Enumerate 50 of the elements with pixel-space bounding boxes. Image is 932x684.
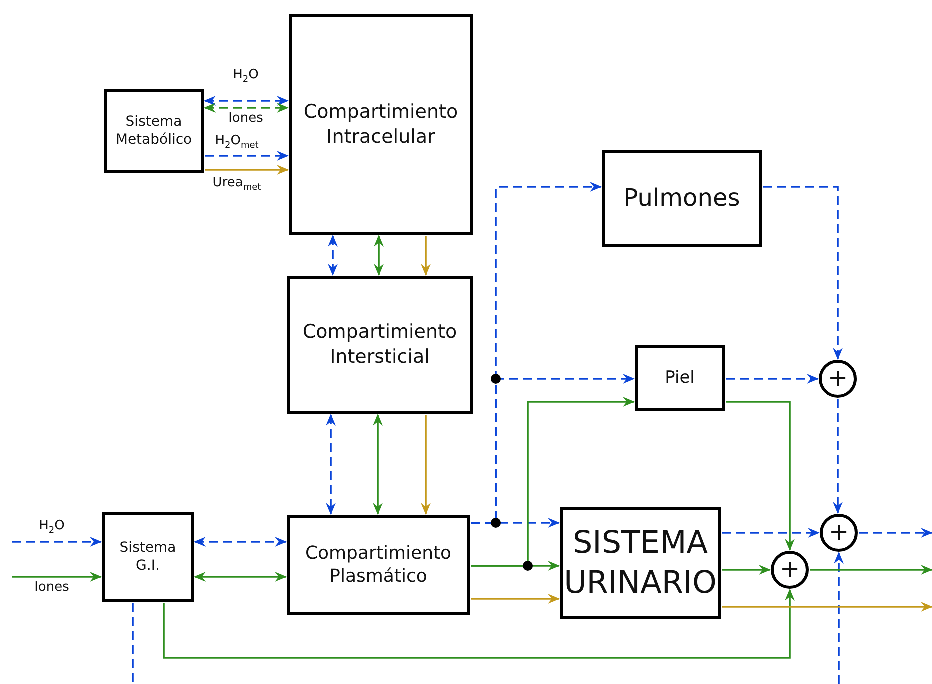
box-label: SISTEMA URINARIO [563,524,718,603]
arrow [204,103,289,113]
process-box [104,89,204,173]
arrow [373,414,383,515]
box-label: Compartimiento Intracelular [302,100,460,150]
plus-sign: + [828,363,848,394]
plus-sign: + [780,554,800,586]
arrow [326,414,336,515]
sum-circle [819,360,857,398]
arrow [12,537,102,547]
arrow [205,165,289,175]
plus-sign: + [828,517,850,548]
box-label: Sistema G.I. [119,538,177,576]
arrow [421,415,431,515]
arrow [810,565,932,575]
box-label: Compartimiento Intersticial [302,320,458,370]
process-box [560,507,721,619]
arrow [204,96,289,106]
arrow [834,552,844,684]
arrow [471,518,560,528]
arrow [471,594,560,604]
sum-circle [820,514,858,552]
arrow [421,236,431,276]
arrow [471,397,635,567]
box-label: Piel [665,366,695,390]
process-box [635,345,725,411]
arrow [194,572,287,582]
arrow [374,235,384,276]
process-box [287,276,473,414]
arrow [328,235,338,276]
arrow [194,537,287,547]
arrow [163,589,795,659]
arrow [722,528,820,538]
arrow [12,572,102,582]
process-box [287,515,470,615]
box-label: Pulmones [624,182,740,214]
arrow [833,399,843,514]
box-label: Compartimiento Plasmático [304,542,453,588]
arrow [726,401,795,551]
arrow [763,186,843,360]
process-box [602,150,762,247]
process-box [289,14,473,235]
arrow [722,602,932,612]
sum-circle [771,551,809,589]
box-label: Sistema Metabólico [114,112,194,150]
arrow [726,374,819,384]
arrow [205,151,289,161]
arrow [722,565,771,575]
arrow [859,528,932,538]
process-box [102,512,194,602]
